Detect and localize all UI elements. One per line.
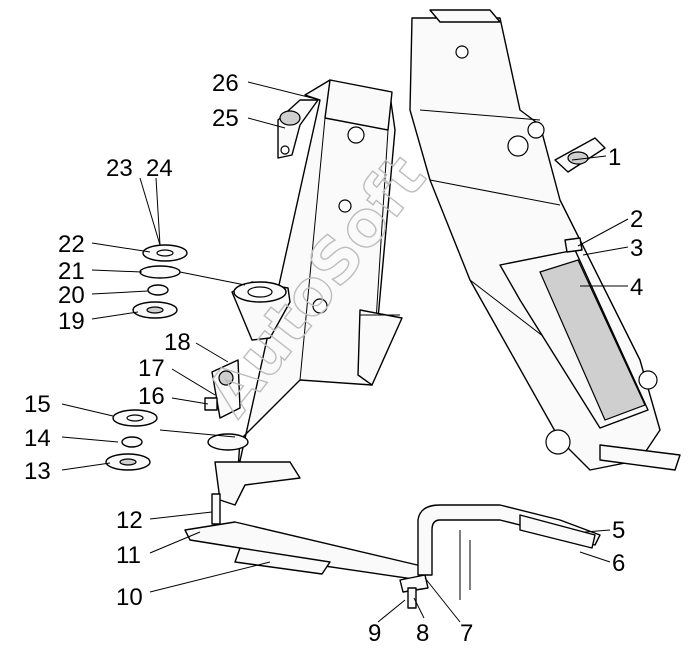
callout-12: 12 [116, 507, 143, 534]
pin-part-25-26 [277, 99, 319, 159]
callout-7: 7 [460, 620, 473, 647]
yoke-bracket [231, 281, 291, 341]
callout-4: 4 [630, 274, 643, 301]
callout-24: 24 [146, 155, 173, 182]
callout-11: 11 [116, 542, 141, 569]
bottom-bar [184, 521, 431, 581]
bearing-stack-lower [105, 409, 158, 471]
callout-25: 25 [212, 105, 239, 132]
base-bracket [207, 433, 301, 525]
leader-lines [61, 81, 629, 623]
callout-5: 5 [612, 517, 625, 544]
callout-17: 17 [138, 355, 165, 382]
callout-6: 6 [612, 550, 625, 577]
callout-18: 18 [164, 329, 191, 356]
callout-10: 10 [116, 584, 143, 611]
side-panel [499, 237, 649, 429]
callout-labels: 1 2 3 4 5 6 7 8 9 10 11 12 13 14 15 16 1… [24, 70, 643, 647]
callout-14: 14 [24, 425, 51, 452]
callout-8: 8 [416, 620, 429, 647]
bearing-stack-upper [132, 244, 188, 319]
pin-part-1 [554, 137, 606, 173]
callout-19: 19 [58, 308, 85, 335]
callout-15: 15 [24, 391, 51, 418]
callout-13: 13 [24, 458, 51, 485]
callout-1: 1 [608, 144, 621, 171]
callout-26: 26 [212, 70, 239, 97]
callout-22: 22 [58, 231, 85, 258]
callout-9: 9 [368, 620, 381, 647]
callout-20: 20 [58, 282, 85, 309]
callout-21: 21 [58, 258, 85, 285]
callout-23: 23 [106, 155, 133, 182]
callout-2: 2 [630, 206, 643, 233]
small-bracket-16-18 [204, 359, 241, 419]
callout-3: 3 [630, 235, 643, 262]
tube-frame [399, 444, 681, 609]
callout-16: 16 [138, 383, 165, 410]
